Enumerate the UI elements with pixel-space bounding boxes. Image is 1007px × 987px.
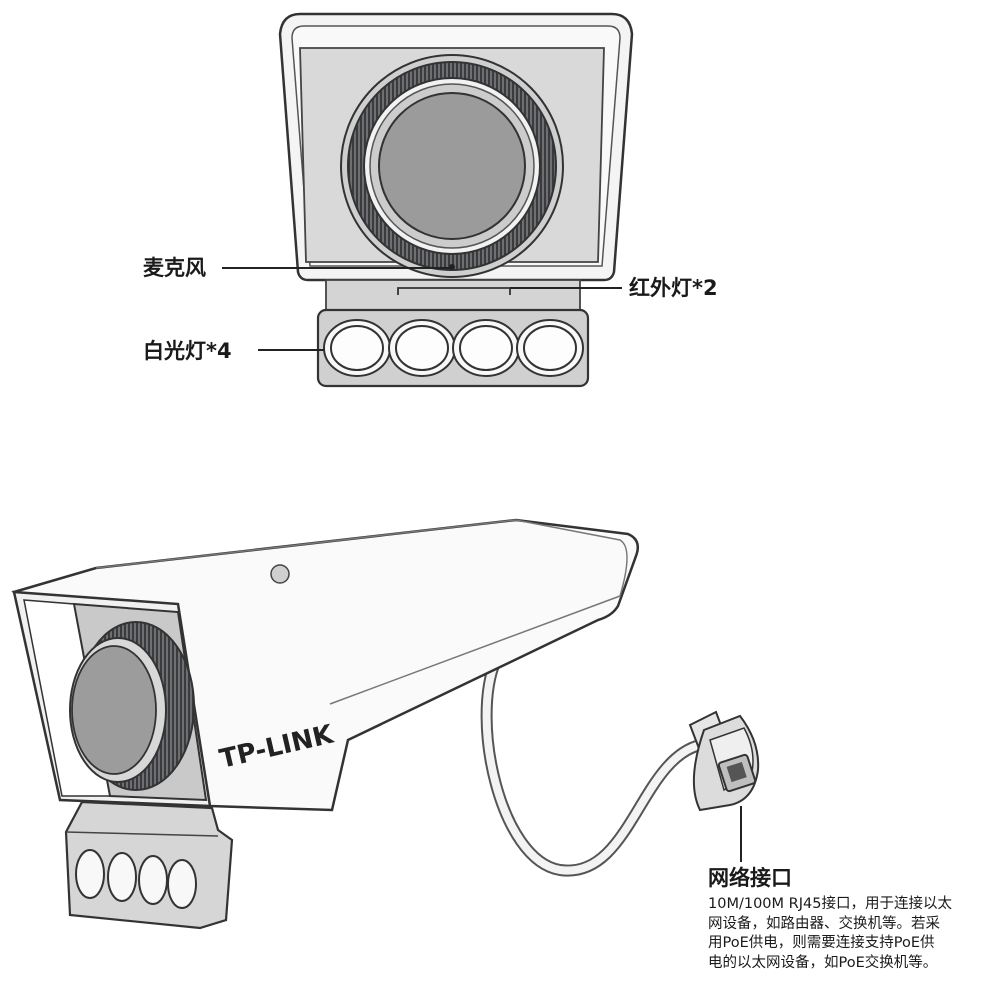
- mic-hole: [449, 264, 455, 270]
- side-lens: [69, 621, 195, 791]
- side-view: TP-LINK: [11, 518, 760, 930]
- top-screw: [270, 564, 290, 584]
- front-lens: [340, 54, 564, 278]
- network-port-description: 10M/100M RJ45接口，用于连接以太 网设备，如路由器、交换机等。若采 …: [708, 895, 1007, 973]
- front-view: [222, 12, 634, 388]
- desc-line-1: 10M/100M RJ45接口，用于连接以太: [708, 896, 952, 912]
- desc-line-4: 电的以太网设备，如PoE交换机等。: [708, 954, 938, 971]
- rj45-connector: [688, 710, 760, 862]
- ir-light-label: 红外灯*2: [629, 276, 718, 300]
- side-body: [11, 518, 639, 812]
- white-lights: [323, 319, 584, 377]
- ir-panel: [325, 279, 581, 313]
- desc-line-2: 网设备，如路由器、交换机等。若采: [708, 915, 940, 932]
- desc-line-3: 用PoE供电，则需要连接支持PoE供: [708, 935, 935, 951]
- microphone-label: 麦克风: [143, 256, 206, 280]
- side-white-lights: [75, 849, 197, 909]
- white-light-label: 白光灯*4: [143, 339, 232, 363]
- network-port-label: 网络接口: [708, 866, 792, 890]
